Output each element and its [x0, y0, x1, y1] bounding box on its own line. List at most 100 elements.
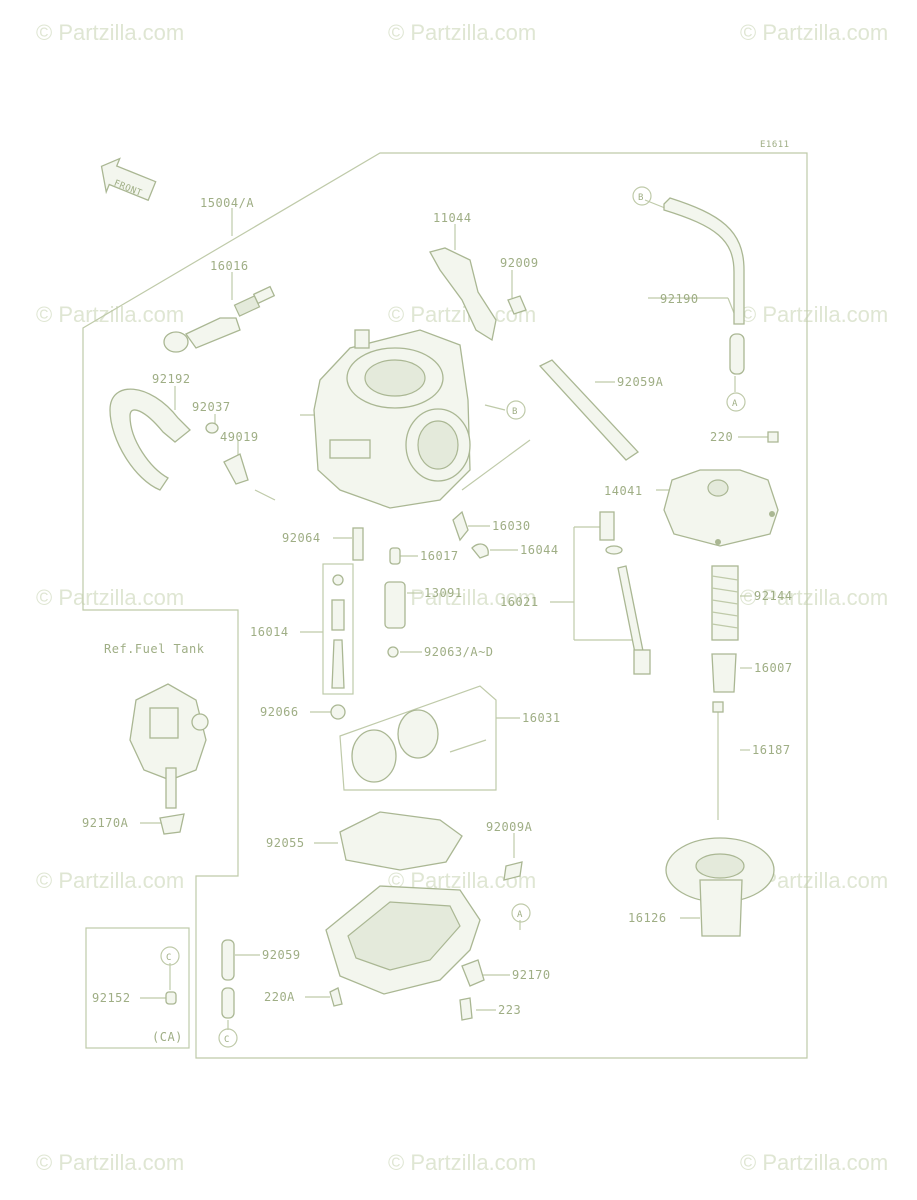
watermark: © Partzilla.com: [740, 585, 888, 610]
spring-92144: [711, 565, 739, 641]
watermark: © Partzilla.com: [740, 1150, 888, 1175]
fuel-valve-hose-diagram: [109, 197, 779, 1021]
top-cap: [663, 469, 779, 547]
part-label: 220: [710, 430, 733, 444]
part-label: 92059A: [617, 375, 664, 389]
part-label: 92009: [500, 256, 539, 270]
callout-c-bottom: C: [218, 1028, 238, 1048]
ref-fuel-tank-label: Ref.Fuel Tank: [104, 642, 205, 656]
diagram-code: E1611: [760, 140, 790, 150]
callout-a-label: A: [517, 910, 523, 920]
part-label: 16016: [210, 259, 249, 273]
callout-b-label: B: [638, 193, 644, 203]
oring-92066: [330, 704, 346, 720]
oring-92063: [387, 646, 399, 658]
callout-b-top: B: [632, 186, 652, 206]
watermark: © Partzilla.com: [36, 20, 184, 45]
clip-16044: [471, 543, 489, 559]
watermark: © Partzilla.com: [388, 20, 536, 45]
part-label: 16007: [754, 661, 793, 675]
screw-92009a: [503, 861, 523, 881]
part-label: 16044: [520, 543, 559, 557]
float-valve-16030: [452, 510, 469, 542]
part-label: 92037: [192, 400, 231, 414]
tube-92059a: [538, 359, 639, 461]
part-label: 92152: [92, 991, 131, 1005]
callout-b-label: B: [512, 407, 518, 417]
jet-holder-92064: [352, 527, 364, 561]
fuel-tap: [129, 683, 209, 835]
cap-92152: [165, 991, 177, 1005]
part-label: 16017: [420, 549, 459, 563]
part-label: 16126: [628, 911, 667, 925]
part-label: 220A: [264, 990, 295, 1004]
watermark: © Partzilla.com: [36, 302, 184, 327]
screw-220: [767, 431, 779, 443]
clamp-92170: [461, 959, 485, 987]
callout-a-bottom: A: [511, 903, 531, 923]
fuel-hose: [109, 388, 191, 491]
drain-tube-92059-lower: [221, 987, 235, 1019]
callout-a-top: A: [726, 392, 746, 412]
watermarks: © Partzilla.com © Partzilla.com © Partzi…: [36, 20, 888, 1175]
part-label: 16021: [500, 595, 539, 609]
watermark: © Partzilla.com: [36, 1150, 184, 1175]
part-label: 13091: [424, 586, 463, 600]
front-arrow-icon: FRONT: [100, 157, 157, 202]
part-label: 16031: [522, 711, 561, 725]
region-note: (CA): [152, 1030, 183, 1044]
part-number-labels: 15004/A 16016 11044 92009 92190 92192 92…: [82, 196, 793, 1044]
callout-a-label: A: [732, 399, 738, 409]
part-label: 92192: [152, 372, 191, 386]
pilot-jet-16017: [389, 547, 401, 565]
drain-tube-92059: [221, 939, 235, 981]
diaphragm-piston: [665, 837, 775, 937]
screw-92009: [507, 295, 527, 315]
assembly-boundary: [82, 152, 808, 1059]
throttle-shaft-16031: [339, 685, 497, 791]
part-label: 223: [498, 1003, 521, 1017]
throttle-cable-adjuster: [163, 285, 276, 353]
watermark: © Partzilla.com: [36, 868, 184, 893]
gasket-92055: [339, 811, 463, 871]
screw-220a: [329, 987, 343, 1007]
part-label: 14041: [604, 484, 643, 498]
watermark: © Partzilla.com: [388, 1150, 536, 1175]
part-label: 92059: [262, 948, 301, 962]
part-label: 49019: [220, 430, 259, 444]
needle-clip: [712, 701, 724, 713]
part-label: 92009A: [486, 820, 533, 834]
part-label: 92055: [266, 836, 305, 850]
part-label: 92170: [512, 968, 551, 982]
leader-lines: [140, 199, 770, 1030]
screw-223: [459, 997, 473, 1021]
carburetor-body: [313, 329, 471, 509]
callout-c-label: C: [166, 953, 172, 963]
part-label: 92170A: [82, 816, 129, 830]
starter-plunger-16021: [599, 511, 651, 675]
part-label: 16030: [492, 519, 531, 533]
watermark: © Partzilla.com: [740, 20, 888, 45]
part-label: 16187: [752, 743, 791, 757]
part-label: 92063/A~D: [424, 645, 494, 659]
watermark: © Partzilla.com: [36, 585, 184, 610]
clamp-92037: [205, 422, 219, 434]
vent-tube-92190: [663, 197, 745, 325]
jet-set-bracket: [322, 563, 354, 695]
callout-c-inset: C: [160, 946, 180, 966]
part-label: 11044: [433, 211, 472, 225]
ca-inset-box: [85, 927, 190, 1049]
part-label: 92064: [282, 531, 321, 545]
screw-49019: [223, 453, 249, 485]
part-label: 92066: [260, 705, 299, 719]
plunger-13091: [384, 581, 406, 629]
throttle-stop-bracket: [429, 247, 497, 342]
float-bowl: [325, 885, 481, 995]
part-label: 16014: [250, 625, 289, 639]
holder-16007: [711, 653, 737, 693]
clamp-92170a: [159, 813, 185, 835]
part-label: 15004/A: [200, 196, 254, 210]
part-label: 92190: [660, 292, 699, 306]
callout-b-mid: B: [506, 400, 526, 420]
